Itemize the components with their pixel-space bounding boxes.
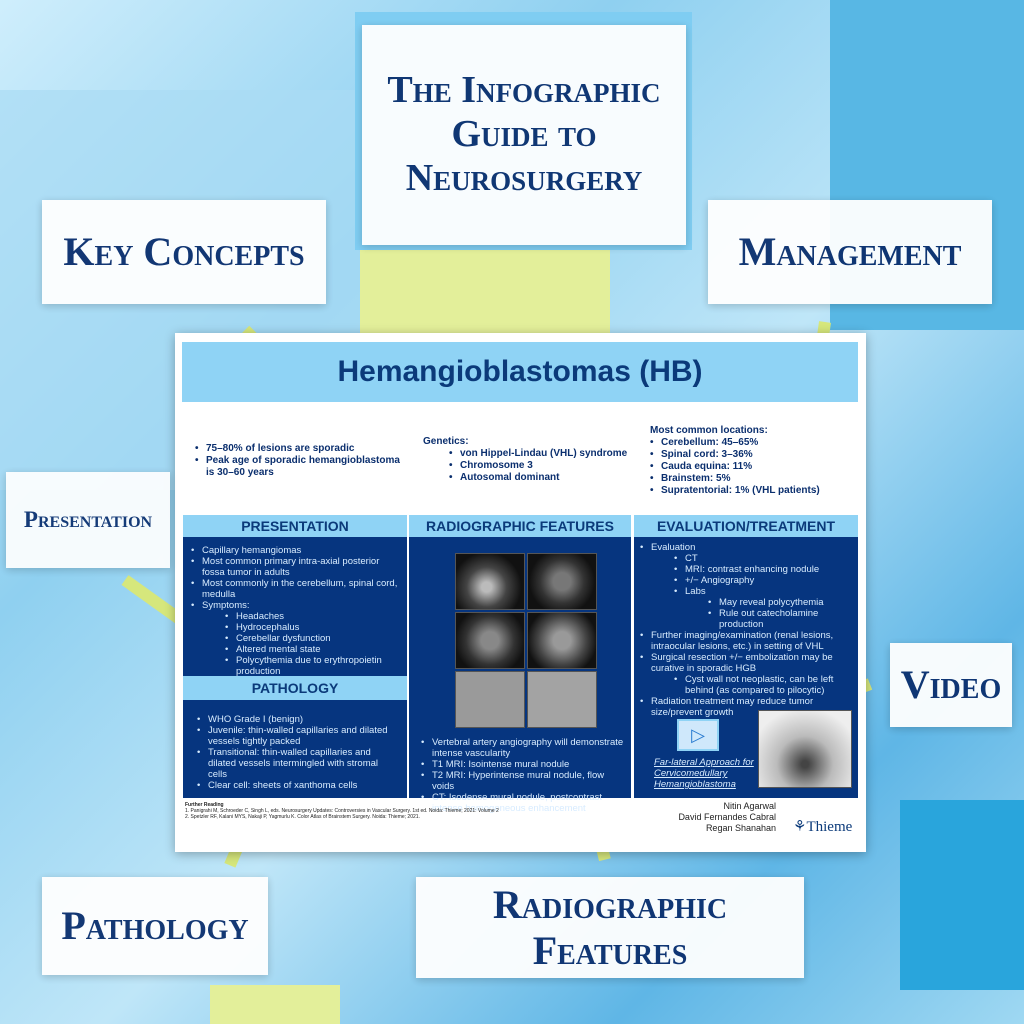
list-item: Supratentorial: 1% (VHL patients) (650, 485, 862, 497)
list-item: Polycythemia due to erythropoietin produ… (225, 655, 399, 677)
management-card[interactable]: Management (708, 200, 992, 304)
list-item: Peak age of sporadic hemangioblastoma is… (195, 455, 405, 479)
mri-image (527, 612, 597, 669)
list-item: Evaluation (640, 542, 852, 553)
list-item: MRI: contrast enhancing nodule (674, 564, 852, 575)
pathology-label: Pathology (61, 903, 249, 948)
list-item: Chromosome 3 (449, 460, 643, 472)
bg-panel (210, 985, 340, 1024)
list-item: Cerebellum: 45–65% (650, 437, 862, 449)
list-item: Cerebellar dysfunction (225, 633, 399, 644)
list-item: Symptoms: (191, 600, 399, 611)
evaluation-body: Evaluation CT MRI: contrast enhancing no… (634, 537, 858, 798)
thieme-emblem-icon: ⚘ (793, 819, 807, 835)
mri-image (527, 553, 597, 610)
genetics: Genetics: von Hippel-Lindau (VHL) syndro… (423, 436, 643, 484)
pathology-header: PATHOLOGY (183, 676, 407, 700)
mri-image (455, 612, 525, 669)
play-icon: ▷ (691, 724, 705, 745)
radiographic-features-card[interactable]: Radiographic Features (416, 877, 804, 978)
list-item: von Hippel-Lindau (VHL) syndrome (449, 448, 643, 460)
pathology-body: WHO Grade I (benign) Juvenile: thin-wall… (183, 700, 407, 798)
book-title: The Infographic Guide to Neurosurgery (387, 69, 661, 199)
list-item: Labs (674, 586, 852, 597)
video-card[interactable]: Video (890, 643, 1012, 727)
list-item: 75–80% of lesions are sporadic (195, 443, 405, 455)
list-item: Most common primary intra-axial posterio… (191, 556, 399, 578)
list-item: May reveal polycythemia (708, 597, 852, 608)
bg-panel (900, 800, 1024, 990)
list-item: Brainstem: 5% (650, 473, 862, 485)
key-concepts-card[interactable]: Key Concepts (42, 200, 326, 304)
list-item: Autosomal dominant (449, 472, 643, 484)
ct-image (455, 553, 525, 610)
publisher-name: Thieme (806, 819, 853, 835)
further-reading: Further Reading 1. Panigrahi M, Schroede… (185, 802, 499, 820)
locations-label: Most common locations: (650, 425, 768, 436)
angiography-image (527, 671, 597, 728)
video-play-button[interactable]: ▷ (677, 719, 719, 751)
list-item: Surgical resection +/− embolization may … (640, 652, 852, 674)
list-item: T1 MRI: Isointense mural nodule (421, 759, 626, 770)
list-item: Most commonly in the cerebellum, spinal … (191, 578, 399, 600)
list-item: Capillary hemangiomas (191, 545, 399, 556)
list-item: Radiation treatment may reduce tumor siz… (640, 696, 852, 718)
list-item: Spinal cord: 3–36% (650, 449, 862, 461)
list-item: Headaches (225, 611, 399, 622)
radiographic-body: Vertebral artery angiography will demons… (409, 537, 631, 814)
list-item: Rule out catecholamine production (708, 608, 852, 630)
bg-panel (360, 250, 610, 340)
key-concepts-label: Key Concepts (63, 229, 305, 274)
list-item: Cauda equina: 11% (650, 461, 862, 473)
key-concepts-list: 75–80% of lesions are sporadic Peak age … (195, 443, 405, 479)
angiography-image (455, 671, 525, 728)
author: Regan Shanahan (705, 823, 776, 833)
list-item: Transitional: thin-walled capillaries an… (197, 747, 399, 780)
list-item: Hydrocephalus (225, 622, 399, 633)
presentation-header: PRESENTATION (183, 515, 407, 537)
author: David Fernandes Cabral (678, 812, 776, 822)
author: Nitin Agarwal (723, 801, 776, 811)
management-label: Management (738, 229, 962, 274)
authors: Nitin Agarwal David Fernandes Cabral Reg… (678, 801, 776, 834)
list-item: +/− Angiography (674, 575, 852, 586)
book-title-card: The Infographic Guide to Neurosurgery (362, 25, 686, 245)
list-item: T2 MRI: Hyperintense mural nodule, flow … (421, 770, 626, 792)
list-item: Vertebral artery angiography will demons… (421, 737, 626, 759)
presentation-body: Capillary hemangiomas Most common primar… (183, 537, 407, 677)
infographic-poster: Hemangioblastomas (HB) 75–80% of lesions… (175, 333, 866, 852)
list-item: Altered mental state (225, 644, 399, 655)
list-item: CT: Isodense mural nodule, postcontrast … (421, 792, 626, 814)
presentation-label: Presentation (23, 506, 153, 532)
presentation-card[interactable]: Presentation (6, 472, 170, 568)
list-item: Juvenile: thin-walled capillaries and di… (197, 725, 399, 747)
radiographic-features-label: Radiographic Features (492, 881, 728, 973)
locations: Most common locations: Cerebellum: 45–65… (650, 425, 862, 497)
reference: 2. Spetzler RF, Kalani MYS, Nakaji P, Ya… (185, 814, 420, 820)
thieme-logo: ⚘Thieme (793, 817, 852, 836)
video-label: Video (900, 662, 1002, 707)
list-item: Cyst wall not neoplastic, can be left be… (674, 674, 852, 696)
radiographic-header: RADIOGRAPHIC FEATURES (409, 515, 631, 537)
video-link[interactable]: Far-lateral Approach for Cervicomedullar… (654, 757, 754, 790)
angiography-image (758, 710, 852, 788)
evaluation-header: EVALUATION/TREATMENT (634, 515, 858, 537)
reference: 1. Panigrahi M, Schroeder C, Singh L, ed… (185, 808, 499, 814)
poster-title: Hemangioblastomas (HB) (182, 342, 858, 402)
pathology-card[interactable]: Pathology (42, 877, 268, 975)
list-item: WHO Grade I (benign) (197, 714, 399, 725)
list-item: Further imaging/examination (renal lesio… (640, 630, 852, 652)
list-item: Clear cell: sheets of xanthoma cells (197, 780, 399, 791)
genetics-label: Genetics: (423, 436, 469, 447)
further-reading-label: Further Reading (185, 802, 224, 808)
list-item: CT (674, 553, 852, 564)
